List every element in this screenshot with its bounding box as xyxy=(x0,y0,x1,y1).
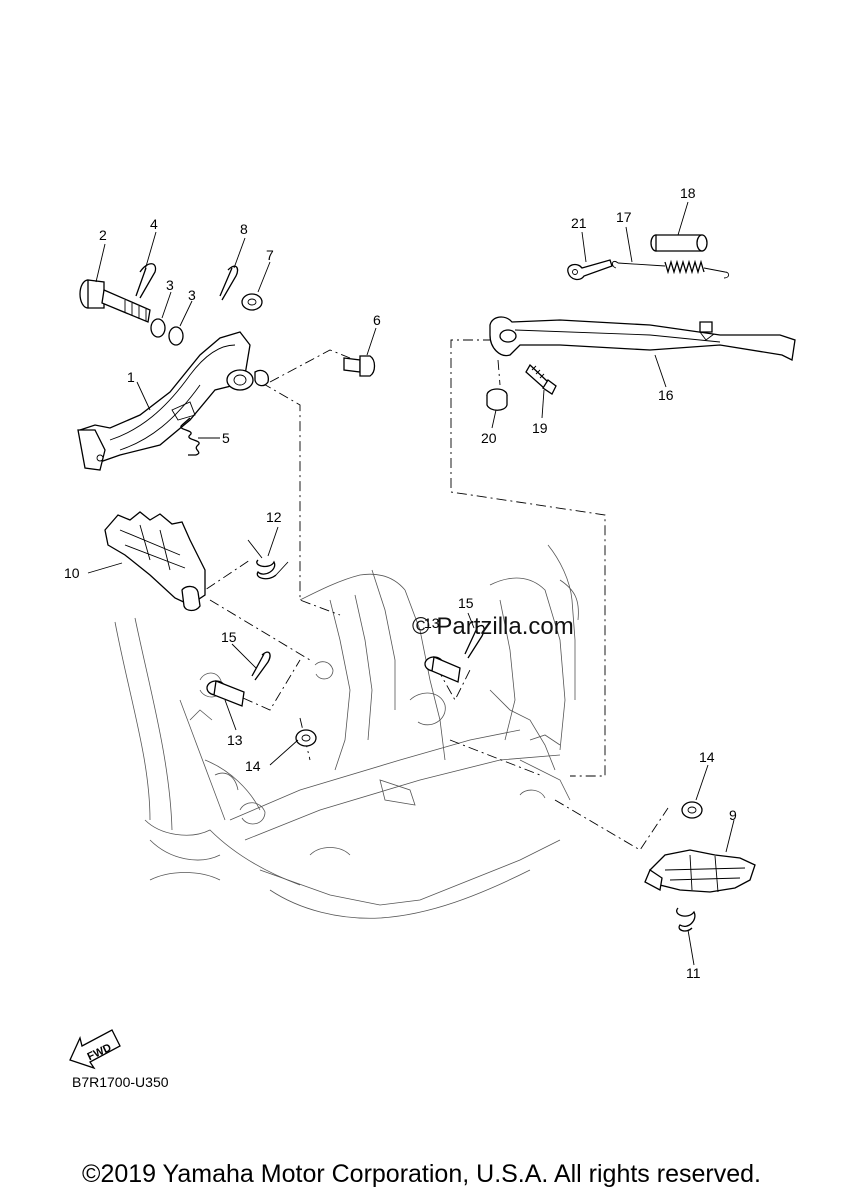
callout-13a: 13 xyxy=(227,732,243,748)
callout-8: 8 xyxy=(240,221,248,237)
callout-labels: 1 2 3 3 4 5 6 7 8 9 10 11 12 13 13 14 14… xyxy=(64,185,737,981)
callout-9: 9 xyxy=(729,807,737,823)
callout-21: 21 xyxy=(571,215,587,231)
callout-7: 7 xyxy=(266,247,274,263)
footrest-spring[interactable] xyxy=(676,907,696,932)
diagram-code: B7R1700-U350 xyxy=(72,1074,169,1090)
stand-spring[interactable] xyxy=(611,259,730,279)
callout-19: 19 xyxy=(532,420,548,436)
stand-bolt[interactable] xyxy=(525,363,557,395)
callout-10: 10 xyxy=(64,565,80,581)
footrest-washer-left[interactable] xyxy=(295,729,317,747)
callout-4: 4 xyxy=(150,216,158,232)
callout-11: 11 xyxy=(686,965,701,981)
cotter-pin-left[interactable] xyxy=(251,651,271,681)
washer[interactable] xyxy=(241,293,263,311)
pivot-shaft[interactable] xyxy=(79,279,151,323)
callout-18: 18 xyxy=(680,185,696,201)
callout-16: 16 xyxy=(658,387,674,403)
footrest-pin-right[interactable] xyxy=(424,656,461,683)
footrest-washer-right[interactable] xyxy=(681,801,703,819)
callout-20: 20 xyxy=(481,430,497,446)
side-stand[interactable] xyxy=(489,316,796,361)
copyright-notice: ©2019 Yamaha Motor Corporation, U.S.A. A… xyxy=(82,1160,761,1188)
watermark: © Partzilla.com xyxy=(412,613,574,640)
callout-13b: 13 xyxy=(424,615,440,631)
collar[interactable] xyxy=(486,388,508,411)
cotter-pin[interactable] xyxy=(219,265,239,301)
callout-15a: 15 xyxy=(221,629,237,645)
assembly-lines xyxy=(189,339,669,851)
sleeve[interactable] xyxy=(650,234,708,252)
callout-1: 1 xyxy=(127,369,135,385)
callout-2: 2 xyxy=(99,227,107,243)
bolt[interactable] xyxy=(343,355,376,377)
left-footrest[interactable] xyxy=(104,511,206,612)
callout-5: 5 xyxy=(222,430,230,446)
callout-3a: 3 xyxy=(166,277,174,293)
footrest-pin-left[interactable] xyxy=(206,680,245,707)
leader-lines xyxy=(87,201,735,966)
footrest-spring-left[interactable] xyxy=(247,539,289,580)
bracket[interactable] xyxy=(567,259,613,281)
callout-3b: 3 xyxy=(188,287,196,303)
callout-14b: 14 xyxy=(699,749,715,765)
callout-17: 17 xyxy=(616,209,632,225)
o-rings[interactable] xyxy=(150,318,184,346)
brake-pedal[interactable] xyxy=(77,331,269,471)
r-clip[interactable] xyxy=(135,263,157,299)
callout-14a: 14 xyxy=(245,758,261,774)
callout-12: 12 xyxy=(266,509,282,525)
return-spring[interactable] xyxy=(180,417,200,456)
fwd-arrow-icon: FWD xyxy=(69,1029,121,1070)
cotter-pin-right[interactable] xyxy=(464,624,485,659)
right-footrest[interactable] xyxy=(644,849,756,893)
callout-6: 6 xyxy=(373,312,381,328)
callout-15b: 15 xyxy=(458,595,474,611)
